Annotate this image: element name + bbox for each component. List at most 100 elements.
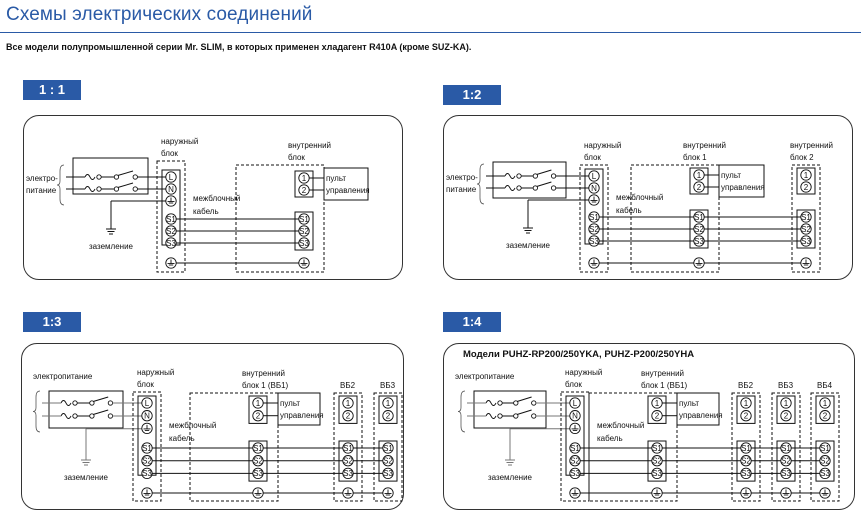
models-label: Модели PUHZ-RP200/250YKA, PUHZ-P200/250Y… (463, 349, 694, 360)
indoor-unit-1-remote-terminal-1-label: 1 (697, 171, 702, 180)
indoor-unit-1-terminal-S2-label: S2 (652, 457, 662, 466)
title-rule (0, 32, 861, 33)
remote-controller-label-line2: управления (679, 411, 723, 420)
indoor-unit-4-remote-block (815, 395, 835, 424)
ratio-badge-1-4: 1:4 (443, 312, 501, 332)
indoor-unit-3-remote-terminal-2-label: 2 (386, 412, 391, 421)
interunit-cable-label-line1: межблочный (597, 421, 644, 430)
indoor-unit-2-remote-terminal-1-label: 1 (346, 399, 351, 408)
indoor-unit-2-remote-terminal-1-label: 1 (804, 171, 809, 180)
indoor-unit-4-dashed-box (810, 392, 840, 502)
outdoor-terminal-2-earth-icon (143, 424, 151, 431)
indoor-unit-2-remote-terminal-2-label: 2 (744, 412, 749, 421)
indoor-unit-2-label: ВБ2 (738, 381, 754, 390)
indoor-unit-2-dashed-box (791, 164, 821, 273)
indoor-unit-2-terminal-earth-earth-icon (344, 489, 352, 496)
indoor-unit-2-signal-block (338, 440, 358, 482)
indoor-unit-1-remote-block (689, 167, 709, 195)
interunit-cable-label-line2: кабель (597, 434, 623, 443)
breaker-phase-1-contact-b (532, 173, 538, 179)
breaker-phase-2-contact-b (89, 413, 95, 419)
indoor-unit-3-signal-block (776, 440, 796, 482)
indoor-unit-1-signal-block (647, 440, 667, 482)
breaker-box (72, 157, 149, 195)
outdoor-terminal-3-label: S1 (570, 444, 580, 453)
indoor-unit-2-label-line2: блок 2 (790, 153, 814, 162)
outdoor-terminal-earth-earth-icon (590, 259, 598, 266)
indoor-unit-3-terminal-S1-label: S1 (781, 444, 791, 453)
indoor-unit-1-terminal-S3-ring (693, 235, 705, 247)
indoor-unit-1-remote-terminal-1-label: 1 (655, 399, 660, 408)
breaker-phase-1-contact-c (531, 400, 537, 406)
indoor-unit-3-terminal-S1-ring (382, 442, 394, 454)
breaker-phase-2-fuse-icon (504, 185, 516, 191)
indoor-unit-2-terminal-S3-ring (800, 235, 812, 247)
indoor-unit-1-terminal-S3-ring (651, 467, 663, 480)
outdoor-terminal-0-label: L (169, 173, 174, 182)
indoor-unit-2-terminal-S2-label: S2 (801, 225, 811, 234)
indoor-unit-1-remote-block (248, 395, 268, 424)
indoor-unit-1-label-line2: блок 1 (ВБ1) (242, 381, 289, 390)
indoor-unit-1-terminal-earth-earth-icon (653, 489, 661, 496)
indoor-unit-3-terminal-S3-ring (780, 467, 792, 480)
indoor-unit-2-remote-terminal-1-ring (800, 169, 812, 181)
power-supply-label-line2: питание (446, 185, 477, 194)
ground-label: заземление (488, 473, 533, 482)
indoor-unit-1-terminal-earth-earth-icon (254, 489, 262, 496)
outdoor-terminal-1-label: N (591, 184, 597, 193)
indoor-unit-3-remote-terminal-2-ring (780, 410, 792, 422)
indoor-unit-1-terminal-S1-label: S1 (299, 215, 309, 224)
outdoor-unit-label-line2: блок (565, 380, 582, 389)
ratio-badge-1-3: 1:3 (23, 312, 81, 332)
breaker-phase-2-switch-blade (93, 409, 109, 415)
indoor-unit-1-label-line1: внутренний (242, 369, 285, 378)
power-brace (457, 390, 466, 433)
breaker-phase-2-switch-blade (516, 409, 532, 415)
remote-controller-label-line2: управления (721, 183, 765, 192)
remote-controller-label-line1: пульт (679, 399, 699, 408)
outdoor-unit-dashed-box (156, 160, 186, 273)
indoor-unit-3-remote-block (378, 395, 398, 424)
indoor-unit-2-remote-block (338, 395, 358, 424)
remote-controller-label-line1: пульт (280, 399, 300, 408)
outdoor-unit-dashed-box (132, 391, 162, 502)
outdoor-terminal-4-label: S2 (570, 457, 580, 466)
breaker-phase-1-switch-blade (516, 396, 532, 402)
outdoor-terminal-1-ring (141, 410, 153, 422)
indoor-unit-2-remote-block (796, 167, 816, 195)
outdoor-terminal-5-label: S3 (166, 239, 176, 248)
indoor-unit-3-dashed-box (373, 392, 403, 502)
breaker-phase-1-switch-blade (117, 170, 134, 176)
breaker-phase-2-fuse-icon (485, 413, 497, 419)
ratio-badge-1-1: 1 : 1 (23, 80, 81, 100)
breaker-phase-2-switch-blade (536, 181, 552, 187)
outdoor-terminal-1-label: N (144, 412, 150, 421)
indoor-unit-2-terminal-S3-ring (342, 467, 354, 480)
breaker-phase-2-contact-a (497, 413, 503, 419)
breaker-phase-1-switch-blade (536, 169, 552, 175)
indoor-unit-4-terminal-S2-label: S2 (820, 457, 830, 466)
indoor-unit-3-terminal-S2-label: S2 (383, 457, 393, 466)
breaker-phase-2-contact-b (113, 186, 120, 192)
indoor-unit-2-remote-terminal-2-ring (800, 181, 812, 193)
indoor-unit-1-terminal-S1-label: S1 (652, 444, 662, 453)
indoor-unit-3-remote-terminal-2-ring (382, 410, 394, 422)
indoor-unit-2-terminal-S1-ring (800, 211, 812, 223)
indoor-unit-3-remote-block (776, 395, 796, 424)
breaker-phase-2-contact-b (513, 413, 519, 419)
power-brace (56, 164, 65, 206)
remote-controller-box (277, 392, 321, 426)
breaker-phase-2-fuse-icon (60, 413, 72, 419)
power-supply-label-line2: питание (26, 186, 57, 195)
indoor-unit-2-signal-block (736, 440, 756, 482)
indoor-unit-1-signal-block (294, 211, 314, 251)
page-subtitle: Все модели полупромышленной серии Mr. SL… (6, 42, 472, 52)
outdoor-terminal-3-label: S1 (589, 213, 599, 222)
breaker-box (492, 161, 567, 199)
breaker-box (48, 390, 124, 429)
indoor-unit-3-terminal-S2-label: S2 (781, 457, 791, 466)
indoor-unit-2-remote-terminal-2-ring (740, 410, 752, 422)
indoor-unit-2-terminal-S2-label: S2 (343, 457, 353, 466)
